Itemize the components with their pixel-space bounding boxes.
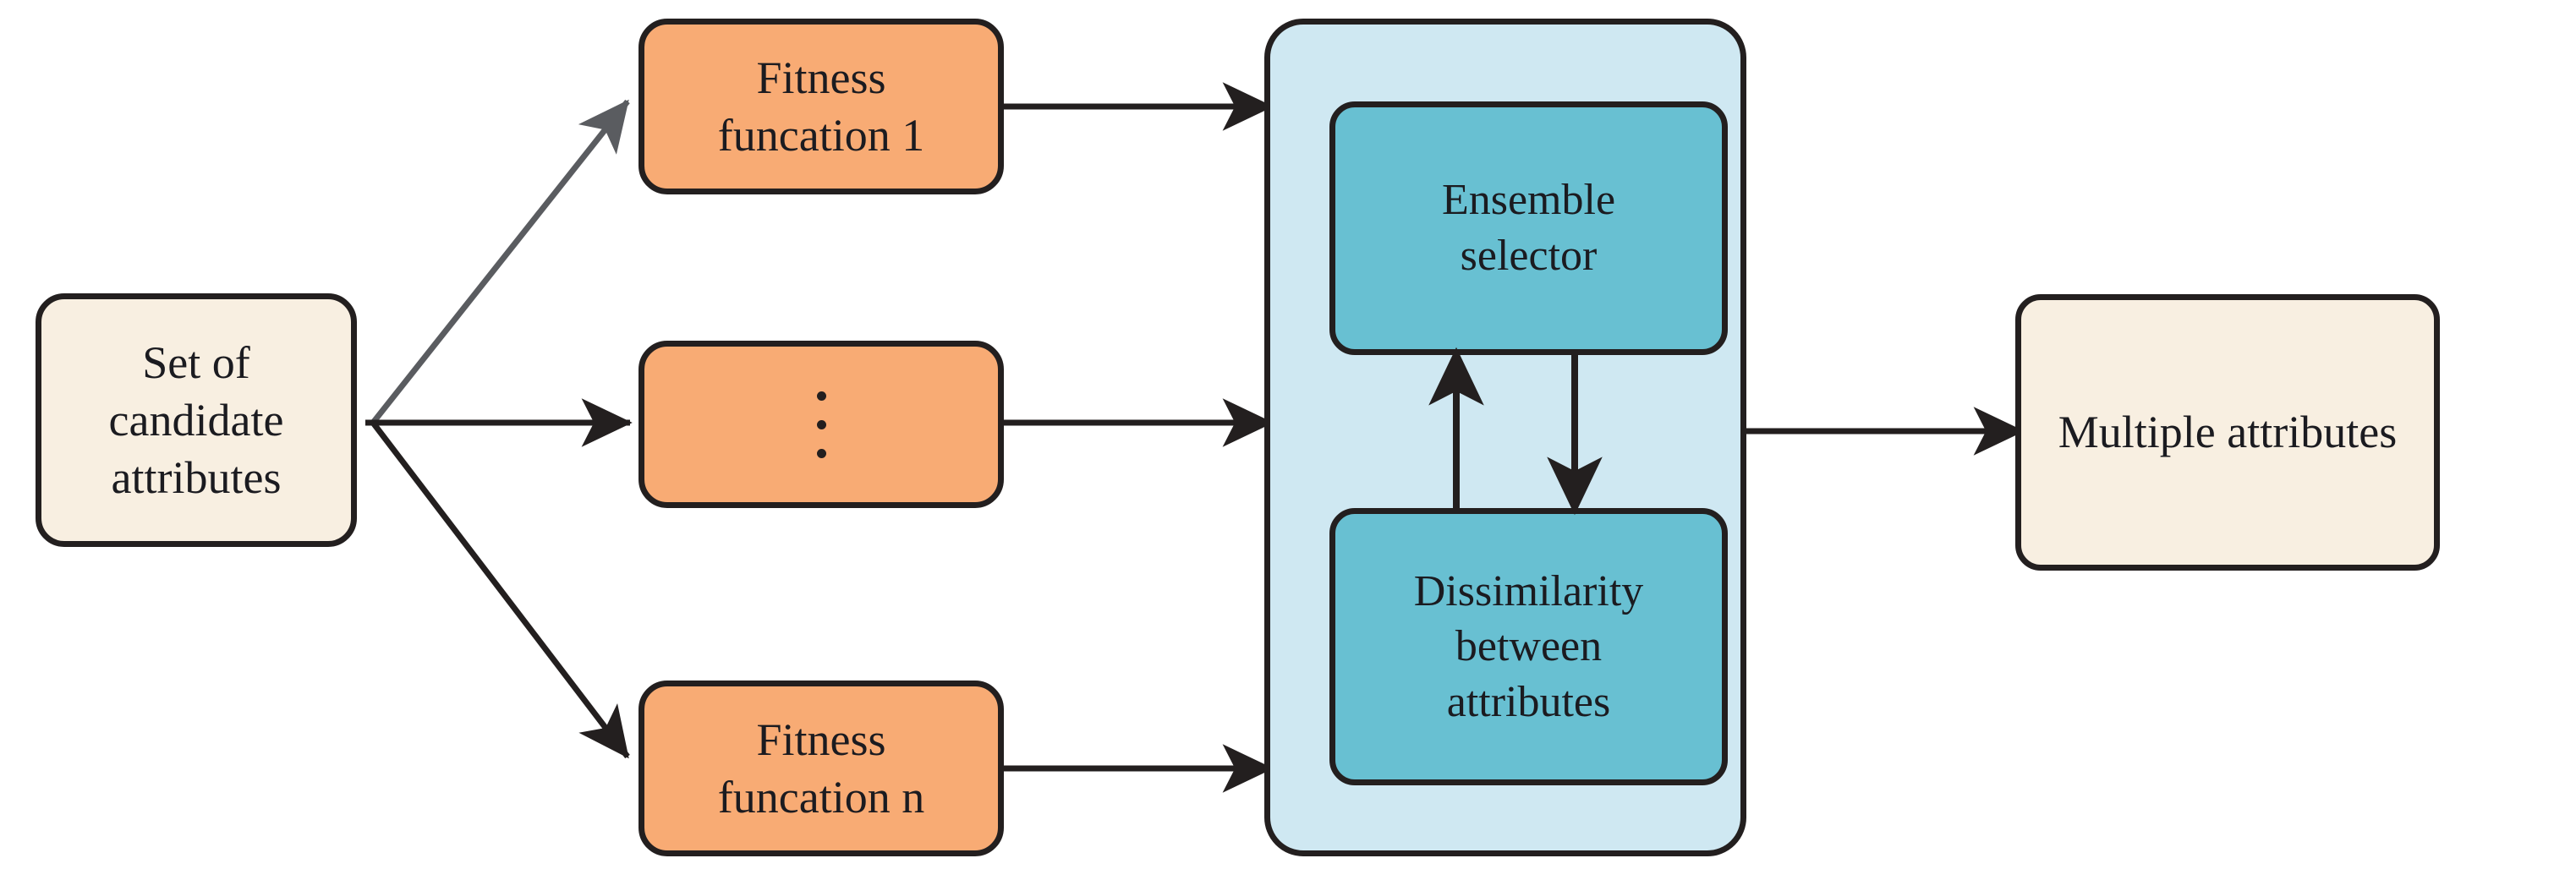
- vertical-ellipsis-icon: [816, 391, 826, 458]
- node-output-label: Multiple attributes: [2058, 407, 2398, 458]
- edge-source-to-fitness-last: [370, 420, 630, 759]
- node-dissimilarity-label: Dissimilarity between attributes: [1413, 566, 1644, 726]
- node-ensemble-selector-label: Ensemble selector: [1441, 176, 1616, 280]
- node-ensemble-selector[interactable]: Ensemble selector: [1329, 101, 1728, 355]
- node-dissimilarity-between-attributes[interactable]: Dissimilarity between attributes: [1329, 508, 1728, 785]
- node-fitness-funcation-n[interactable]: Fitness funcation n: [639, 681, 1004, 856]
- node-fitness-funcation-1[interactable]: Fitness funcation 1: [639, 19, 1004, 194]
- node-fitness-first-label: Fitness funcation 1: [717, 52, 925, 161]
- edge-source-to-fitness-first: [370, 99, 630, 425]
- node-source-label: Set of candidate attributes: [108, 336, 284, 504]
- node-set-of-candidate-attributes[interactable]: Set of candidate attributes: [36, 293, 357, 547]
- node-fitness-last-label: Fitness funcation n: [717, 713, 925, 823]
- node-fitness-funcation-ellipsis[interactable]: [639, 341, 1004, 508]
- node-multiple-attributes[interactable]: Multiple attributes: [2015, 294, 2440, 571]
